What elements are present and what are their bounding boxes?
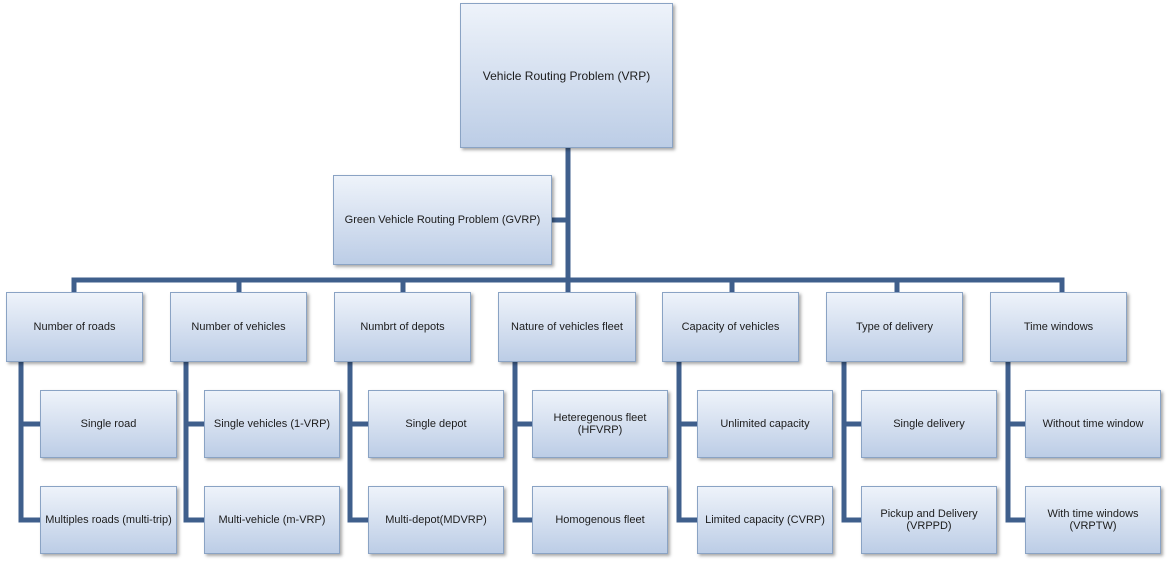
- root-node: Vehicle Routing Problem (VRP): [460, 3, 673, 148]
- gvrp-node: Green Vehicle Routing Problem (GVRP): [333, 175, 552, 265]
- category-node-number-of-vehicles: Number of vehicles: [170, 292, 307, 362]
- option-node: Limited capacity (CVRP): [697, 486, 833, 554]
- option-node: Homogenous fleet: [532, 486, 668, 554]
- category-node-delivery-type: Type of delivery: [826, 292, 963, 362]
- category-node-fleet-nature: Nature of vehicles fleet: [498, 292, 636, 362]
- option-node: Single road: [40, 390, 177, 458]
- option-node: Without time window: [1025, 390, 1161, 458]
- option-node: Multi-depot(MDVRP): [368, 486, 504, 554]
- option-node: Pickup and Delivery (VRPPD): [861, 486, 997, 554]
- option-node: Heteregenous fleet (HFVRP): [532, 390, 668, 458]
- option-node: Unlimited capacity: [697, 390, 833, 458]
- category-node-number-of-depots: Numbrt of depots: [334, 292, 471, 362]
- option-node: Single depot: [368, 390, 504, 458]
- category-node-number-of-roads: Number of roads: [6, 292, 143, 362]
- category-node-vehicle-capacity: Capacity of vehicles: [662, 292, 799, 362]
- category-node-time-windows: Time windows: [990, 292, 1127, 362]
- option-node: Single delivery: [861, 390, 997, 458]
- option-node: With time windows (VRPTW): [1025, 486, 1161, 554]
- option-node: Single vehicles (1-VRP): [204, 390, 340, 458]
- option-node: Multiples roads (multi-trip): [40, 486, 177, 554]
- option-node: Multi-vehicle (m-VRP): [204, 486, 340, 554]
